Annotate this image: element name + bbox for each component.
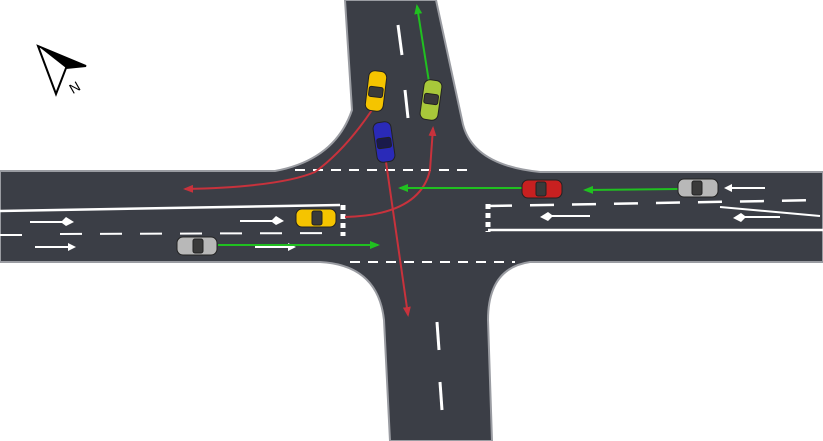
road-arrows bbox=[30, 184, 780, 251]
yellow-car-west bbox=[295, 208, 337, 228]
vehicles bbox=[176, 69, 719, 256]
path-yellow-north-left bbox=[183, 109, 373, 193]
vehicle-paths bbox=[183, 4, 679, 317]
blue-car-north bbox=[371, 120, 397, 164]
path-blue-straight bbox=[384, 154, 411, 317]
red-car-east bbox=[521, 179, 563, 199]
yellow-car-north bbox=[364, 69, 388, 113]
path-yellow-west-left bbox=[344, 126, 437, 218]
gray-car-east bbox=[677, 178, 719, 198]
gray-car-west bbox=[176, 236, 218, 256]
path-olive-straight bbox=[414, 4, 430, 83]
lane-markings bbox=[0, 24, 823, 411]
north-arrow-icon: N bbox=[36, 44, 87, 97]
olive-car-north bbox=[418, 78, 444, 122]
north-label: N bbox=[66, 78, 83, 97]
path-gray-east bbox=[583, 185, 679, 194]
